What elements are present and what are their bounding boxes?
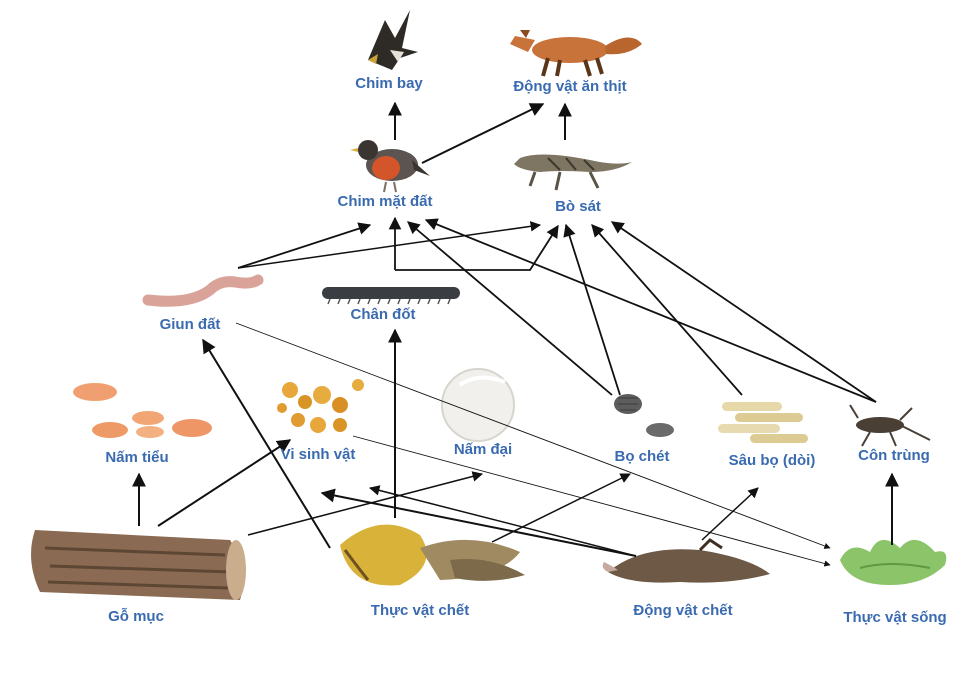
ground-bird-illustration [350, 140, 430, 193]
arrow-bo_chet-to-chim_mat_dat [407, 221, 613, 396]
arrow-giun_dat-to-chim_mat_dat [237, 222, 372, 269]
large-fungus-illustration [441, 368, 515, 442]
arrow-giun_dat-to-thuc_vat_song [235, 322, 831, 549]
arrow-vi_sinh_vat-to-thuc_vat_song [352, 435, 831, 567]
node-label-millipede: Chân đốt [350, 306, 416, 323]
arrow-chim_mat_dat-to-dong_vat_an_thit [421, 103, 545, 164]
arrow-giun_dat-to-bo_sat [237, 221, 542, 269]
arrow-dong_vat_chet-to-nam_dai [368, 485, 637, 557]
microbes-illustration [277, 379, 364, 433]
arrow-chan_dot-to-bo_sat [395, 224, 559, 271]
node-label-dead-plants: Thực vật chết [370, 602, 470, 619]
arrow-go_muc-to-nam_dai [247, 471, 484, 536]
arrow-thuc_vat_chet-to-bo_chet [491, 473, 631, 543]
live-plant-illustration [840, 539, 947, 585]
node-label-maggots: Sâu bọ (dòi) [728, 452, 816, 469]
arrow-bo_chet-to-bo_sat [563, 223, 621, 396]
node-label-dead-animals: Động vật chết [633, 602, 733, 619]
maggots-illustration [718, 402, 808, 443]
arrow-dong_vat_chet-to-sau_bo [701, 487, 759, 541]
node-label-reptile: Bò sát [555, 198, 601, 215]
node-label-flying-bird: Chim bay [355, 75, 423, 92]
dead-leaves-illustration [340, 524, 525, 586]
flying-bird-illustration [368, 10, 418, 70]
node-label-rotten-log: Gỗ mục [108, 608, 164, 625]
arrow-thuc_vat_chet-to-giun_dat [202, 338, 331, 549]
node-label-large-fungus: Nấm đại [453, 441, 513, 458]
dead-animal-illustration [602, 538, 770, 583]
node-label-carnivore: Động vật ăn thịt [513, 78, 627, 95]
millipede-illustration [322, 287, 460, 305]
cricket-illustration [849, 404, 931, 447]
fox-illustration [510, 30, 642, 77]
earthworm-illustration [142, 274, 264, 307]
node-label-live-plants: Thực vật sống [843, 609, 947, 626]
arrow-go_muc-to-vi_sinh_vat [157, 439, 292, 527]
node-label-microbes: Vi sinh vật [280, 446, 356, 463]
node-label-earthworm: Giun đất [159, 316, 221, 333]
lizard-illustration [514, 154, 632, 191]
small-fungi-illustration [73, 383, 212, 438]
rotten-log-illustration [31, 530, 246, 600]
node-label-woodlouse: Bọ chét [614, 448, 670, 465]
node-label-small-fungi: Nấm tiểu [105, 449, 169, 466]
arrow-dong_vat_chet-to-vi_sinh_vat [320, 488, 637, 557]
arrow-con_trung-to-chim_mat_dat [424, 218, 877, 403]
arrow-sau_bo-to-bo_sat [591, 224, 743, 396]
woodlouse-illustration [614, 394, 674, 437]
node-label-ground-bird: Chim mặt đất [337, 193, 433, 210]
arrow-con_trung-to-bo_sat [610, 221, 877, 403]
node-label-insect: Côn trùng [858, 447, 930, 464]
